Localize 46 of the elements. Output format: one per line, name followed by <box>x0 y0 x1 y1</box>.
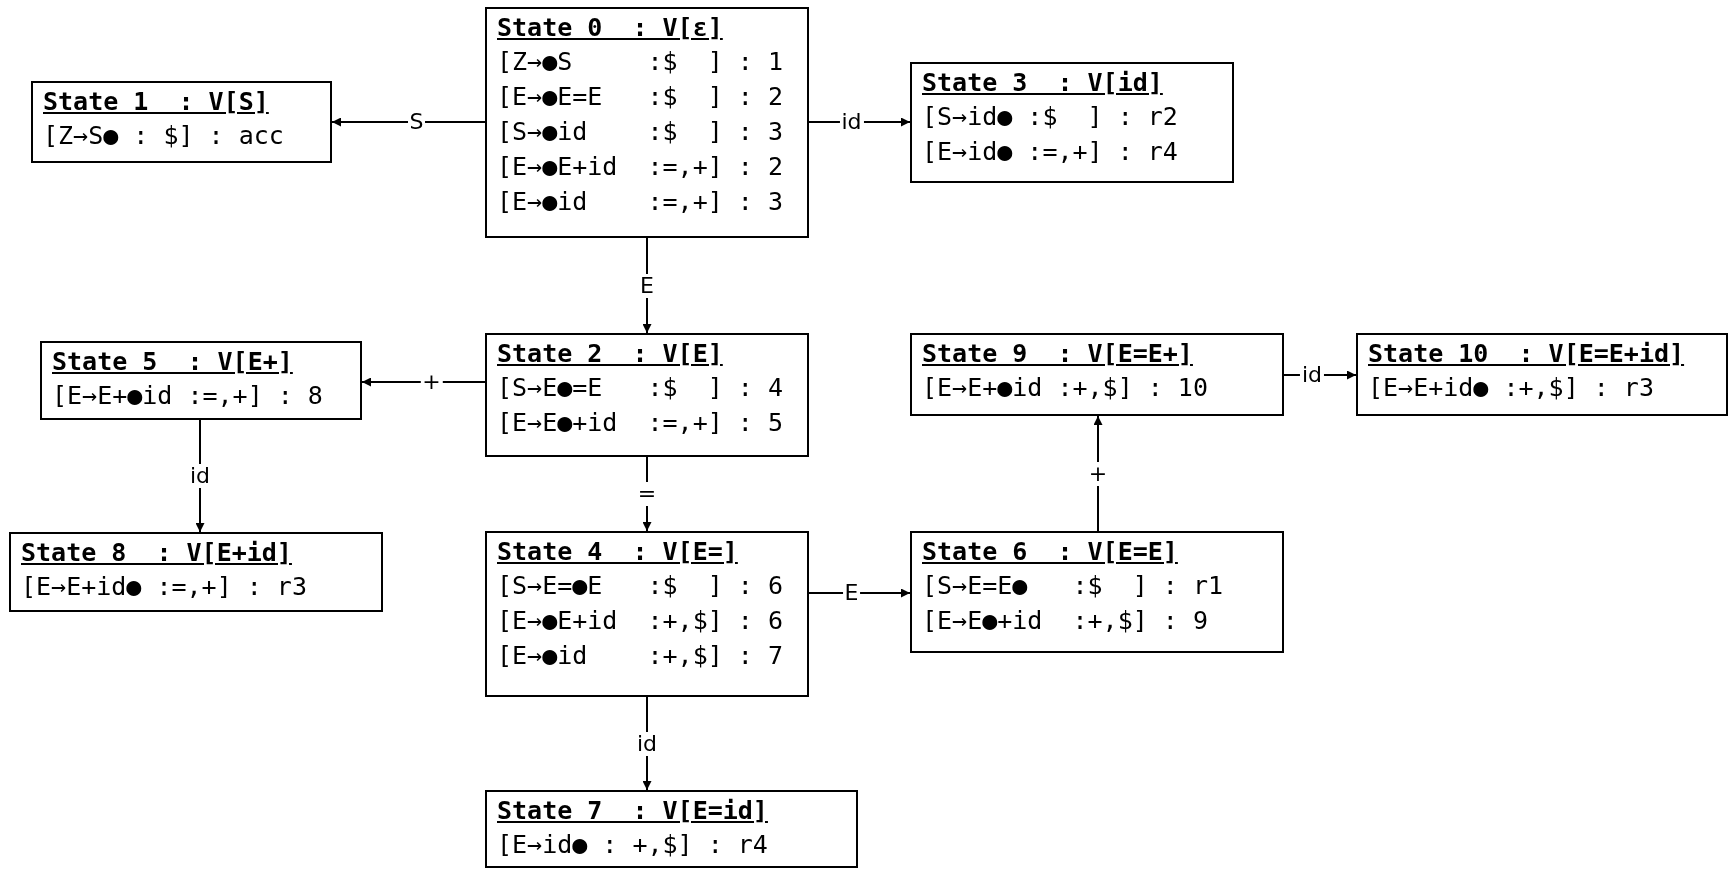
state-box <box>1356 333 1728 416</box>
lr-item: [E→●E=E :$ ] : 2 <box>497 81 784 113</box>
state-box <box>910 62 1234 183</box>
state-heading: State 2 : V[E] <box>497 338 724 370</box>
lr-item: [E→●id :=,+] : 3 <box>497 186 784 218</box>
lr-item: [Z→●S :$ ] : 1 <box>497 46 784 78</box>
lr-item: [E→E+●id :=,+] : 8 <box>52 380 324 412</box>
lr-item: [E→●id :+,$] : 7 <box>497 640 784 672</box>
state-box <box>485 7 809 238</box>
state-heading: State 6 : V[E=E] <box>922 536 1179 568</box>
lr-item: [S→●id :$ ] : 3 <box>497 116 784 148</box>
lr-item: [S→id● :$ ] : r2 <box>922 101 1179 133</box>
state-box <box>485 333 809 457</box>
state-heading: State 5 : V[E+] <box>52 346 294 378</box>
state-heading: State 1 : V[S] <box>43 86 270 118</box>
lr-item: [S→E=●E :$ ] : 6 <box>497 570 784 602</box>
state-box <box>910 333 1284 416</box>
state-heading: State 3 : V[id] <box>922 67 1164 99</box>
state-box <box>485 531 809 697</box>
lr-item: [S→E●=E :$ ] : 4 <box>497 372 784 404</box>
state-heading: State 4 : V[E=] <box>497 536 739 568</box>
lr-item: [E→E●+id :+,$] : 9 <box>922 605 1209 637</box>
state-box <box>31 81 332 163</box>
state-box <box>910 531 1284 653</box>
lr-item: [E→E●+id :=,+] : 5 <box>497 407 784 439</box>
state-heading: State 7 : V[E=id] <box>497 795 769 827</box>
arrow <box>331 117 486 127</box>
lr-item: [E→id● :=,+] : r4 <box>922 136 1179 168</box>
lr-item: [E→●E+id :=,+] : 2 <box>497 151 784 183</box>
lr-item: [E→E+id● :+,$] : r3 <box>1368 372 1655 404</box>
arrow <box>808 588 911 598</box>
lr-item: [S→E=E● :$ ] : r1 <box>922 570 1225 602</box>
arrow <box>642 456 652 532</box>
state-box <box>485 790 858 868</box>
state-heading: State 0 : V[ε] <box>497 12 724 44</box>
lr-item: [E→E+●id :+,$] : 10 <box>922 372 1209 404</box>
state-heading: State 10 : V[E=E+id] <box>1368 338 1686 370</box>
state-box <box>9 532 383 612</box>
lr-item: [E→id● : +,$] : r4 <box>497 829 769 861</box>
arrow <box>642 237 652 334</box>
state-heading: State 9 : V[E=E+] <box>922 338 1194 370</box>
state-box <box>40 341 362 420</box>
lr-item: [E→●E+id :+,$] : 6 <box>497 605 784 637</box>
lr-item: [Z→S● : $] : acc <box>43 120 285 152</box>
state-heading: State 8 : V[E+id] <box>21 537 293 569</box>
lr-item: [E→E+id● :=,+] : r3 <box>21 571 308 603</box>
